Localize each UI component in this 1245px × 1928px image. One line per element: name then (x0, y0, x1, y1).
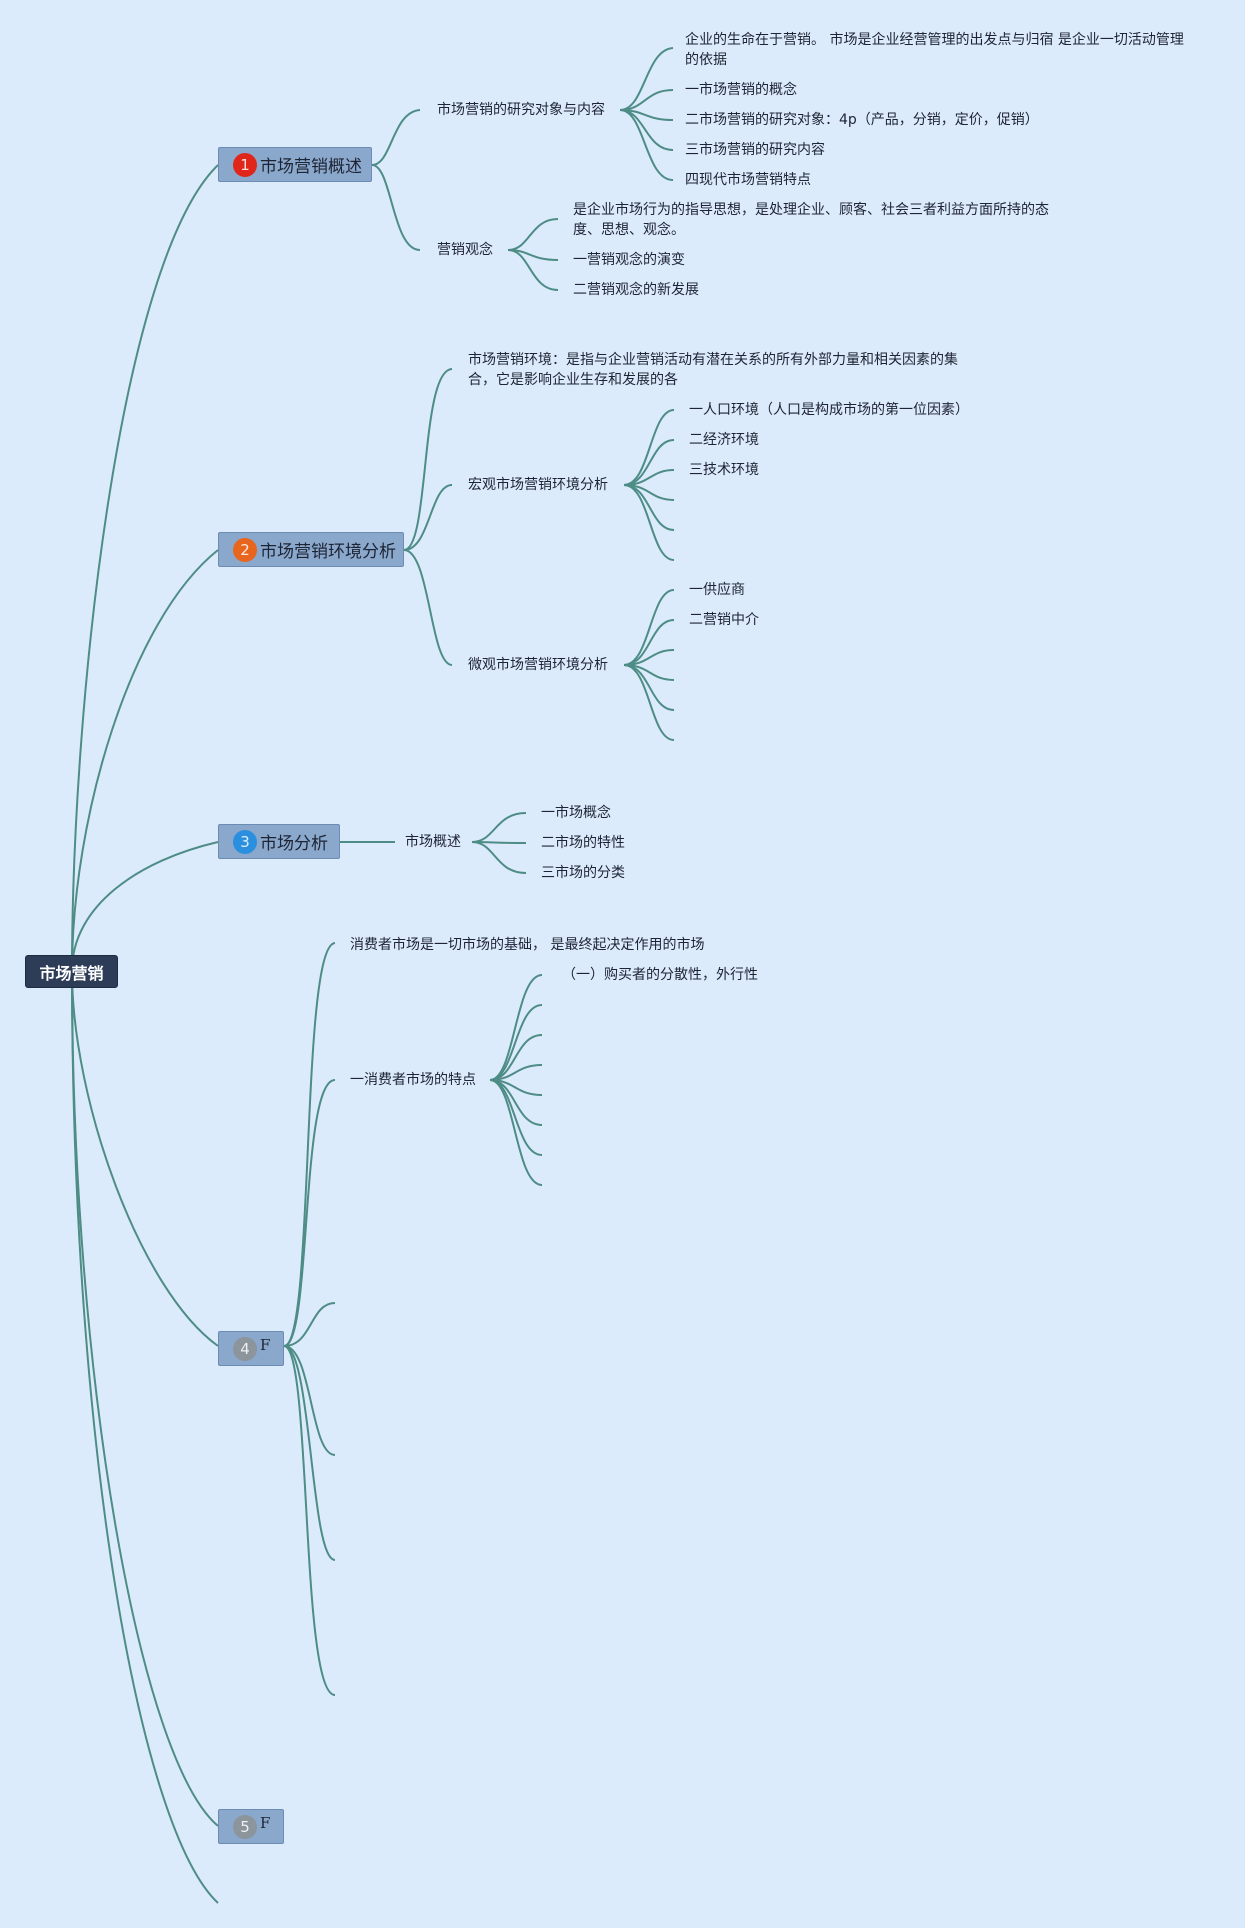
node-environment-definition[interactable]: 市场营销环境：是指与企业营销活动有潜在关系的所有外部力量和相关因素的集合，它是影… (468, 352, 958, 388)
node-marketing-life[interactable]: 企业的生命在于营销。 市场是企业经营管理的出发点与归宿 是企业一切活动管理的依据 (685, 32, 1184, 68)
link-t4-b5 (283, 1345, 336, 1561)
link-macro-6 (623, 484, 675, 561)
link-root-topic5 (71, 970, 219, 1827)
node-market-features[interactable]: 二市场的特性 (541, 835, 625, 851)
link-t2-macro (403, 484, 453, 551)
node-4p-object[interactable]: 二市场营销的研究对象：4p（产品，分销，定价，促销） (685, 112, 1039, 128)
node-marketing-concept[interactable]: 一市场营销的概念 (685, 82, 797, 98)
node-idea-evolution[interactable]: 一营销观念的演变 (573, 252, 685, 268)
node-marketing-idea[interactable]: 营销观念 (437, 242, 493, 258)
topic-label-4: F (260, 1336, 271, 1354)
number-5-icon: 5 (233, 1814, 257, 1839)
link-research-modern (619, 109, 674, 181)
topic-node-2[interactable]: 2 市场营销环境分析 (218, 532, 404, 567)
link-research-life (619, 47, 674, 111)
node-micro-environment[interactable]: 微观市场营销环境分析 (468, 657, 608, 673)
node-idea-new-development[interactable]: 二营销观念的新发展 (573, 282, 699, 298)
link-t2-envdef (403, 368, 453, 551)
node-technology-environment[interactable]: 三技术环境 (689, 462, 759, 478)
link-t4-base (283, 942, 336, 1347)
number-1-icon: 1 (233, 152, 257, 177)
topic-label-3: 市场分析 (260, 834, 328, 854)
topic-node-3[interactable]: 3 市场分析 (218, 824, 340, 859)
link-feature-1 (489, 974, 543, 1081)
link-macro-1 (623, 409, 675, 486)
node-marketing-intermediary[interactable]: 二营销中介 (689, 612, 759, 628)
link-root-topic1 (71, 164, 219, 972)
link-t4-b6 (283, 1345, 336, 1696)
topic-label-2: 市场营销环境分析 (260, 542, 396, 562)
node-consumer-market-base[interactable]: 消费者市场是一切市场的基础， 是最终起决定作用的市场 (350, 937, 705, 953)
link-root-topic3 (71, 841, 219, 972)
node-economic-environment[interactable]: 二经济环境 (689, 432, 759, 448)
node-macro-environment[interactable]: 宏观市场营销环境分析 (468, 477, 608, 493)
link-micro-1 (623, 589, 675, 666)
link-root-topic4 (71, 970, 219, 1347)
link-micro-6 (623, 664, 675, 741)
link-idea-guide (507, 218, 559, 251)
node-market-concept[interactable]: 一市场概念 (541, 805, 611, 821)
link-t1-idea (371, 164, 421, 251)
number-4-icon: 4 (233, 1336, 257, 1361)
topic-label-1: 市场营销概述 (260, 157, 362, 177)
link-root-topic2 (71, 549, 219, 972)
topic-node-5[interactable]: 5 F (218, 1809, 284, 1844)
link-t4-b3 (283, 1302, 336, 1347)
link-t4-feature (283, 1079, 336, 1347)
root-node[interactable]: 市场营销 (25, 955, 118, 988)
node-population-environment[interactable]: 一人口环境（人口是构成市场的第一位因素） (689, 402, 969, 418)
node-buyer-dispersion[interactable]: （一）购买者的分散性，外行性 (562, 967, 758, 983)
node-market-overview[interactable]: 市场概述 (405, 834, 461, 850)
node-supplier[interactable]: 一供应商 (689, 582, 745, 598)
node-research-content[interactable]: 三市场营销的研究内容 (685, 142, 825, 158)
link-idea-newdev (507, 249, 559, 291)
link-overview-1 (471, 812, 527, 843)
link-feature-8 (489, 1079, 543, 1186)
topic-label-5: F (260, 1814, 271, 1832)
link-root-extra (71, 970, 219, 1904)
node-market-categories[interactable]: 三市场的分类 (541, 865, 625, 881)
link-t1-research (371, 109, 421, 166)
link-t4-b4 (283, 1345, 336, 1456)
link-overview-3 (471, 841, 527, 874)
number-3-icon: 3 (233, 829, 257, 854)
link-feature-2 (489, 1004, 543, 1081)
number-2-icon: 2 (233, 537, 257, 562)
topic-node-4[interactable]: 4 F (218, 1331, 284, 1366)
node-modern-features[interactable]: 四现代市场营销特点 (685, 172, 811, 188)
node-research-object[interactable]: 市场营销的研究对象与内容 (437, 102, 605, 118)
node-consumer-market-features[interactable]: 一消费者市场的特点 (350, 1072, 476, 1088)
topic-node-1[interactable]: 1 市场营销概述 (218, 147, 372, 182)
link-t2-micro (403, 549, 453, 666)
node-idea-definition[interactable]: 是企业市场行为的指导思想，是处理企业、顾客、社会三者利益方面所持的态度、思想、观… (573, 202, 1049, 238)
link-feature-7 (489, 1079, 543, 1156)
